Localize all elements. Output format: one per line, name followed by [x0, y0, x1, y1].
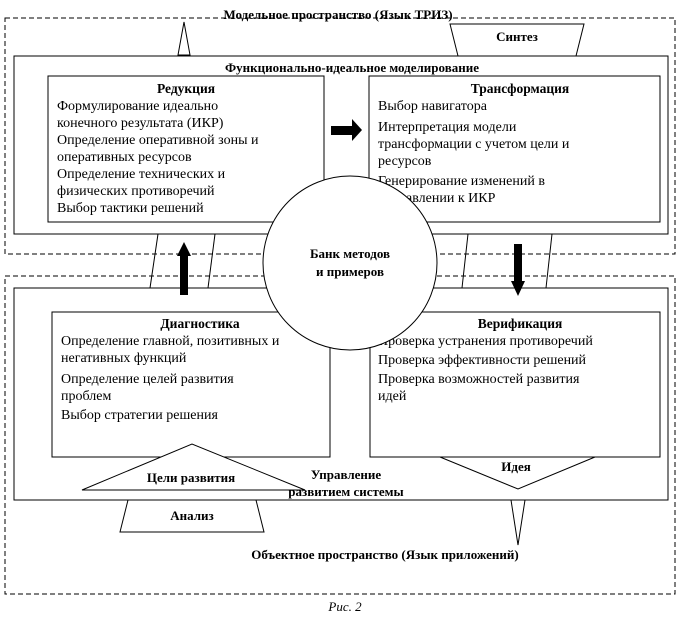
reduction-item: конечного результата (ИКР) [57, 116, 224, 131]
arrow-down [511, 244, 525, 296]
connector-lines [149, 233, 553, 289]
object-space-title: Объектное пространство (Язык приложений) [251, 547, 518, 562]
verification-title: Верификация [478, 316, 563, 331]
system-management-line-2: развитием системы [288, 484, 403, 499]
idea-label: Идея [501, 459, 531, 474]
verification-item: Проверка эффективности решений [378, 353, 587, 368]
object-space-frame [4, 275, 676, 595]
arrow-up [177, 242, 191, 295]
reduction-item: Выбор тактики решений [57, 201, 204, 216]
object-space-pointer [510, 499, 526, 546]
bank-line-1: Банк методов [310, 246, 390, 261]
transformation-item: трансформации с учетом цели и [378, 137, 570, 152]
analysis-label: Анализ [170, 508, 214, 523]
reduction-item: Определение оперативной зоны и [57, 133, 259, 148]
diagnostics-item: Определение главной, позитивных и [61, 334, 280, 349]
verification-box [369, 311, 661, 458]
reduction-item: физических противоречий [57, 184, 215, 199]
bank-line-2: и примеров [316, 264, 384, 279]
reduction-item: Определение технических и [57, 167, 226, 182]
reduction-title: Редукция [157, 81, 215, 96]
diagnostics-box [51, 311, 331, 458]
functional-ideal-label: Функционально-идеальное моделирование [225, 60, 479, 75]
system-management-line-1: Управление [311, 467, 382, 482]
arrow-right [331, 119, 362, 141]
verification-item: идей [378, 389, 407, 404]
diagnostics-item: Определение целей развития [61, 372, 234, 387]
synthesis-label: Синтез [496, 29, 538, 44]
verification-item: Проверка возможностей развития [378, 372, 580, 387]
diagnostics-title: Диагностика [160, 316, 239, 331]
transformation-box [368, 75, 661, 223]
bank-circle [262, 175, 438, 351]
transformation-item: ресурсов [378, 154, 432, 169]
diagnostics-item: Выбор стратегии решения [61, 408, 218, 423]
figure-caption: Рис. 2 [327, 599, 362, 614]
reduction-item: Формулирование идеально [57, 99, 218, 114]
idea-triangle [439, 456, 596, 490]
reduction-item: оперативных ресурсов [57, 150, 192, 165]
goals-triangle [81, 443, 306, 491]
analysis-shape [119, 499, 265, 533]
transformation-item: Интерпретация модели [378, 120, 517, 135]
verification-item: Проверка устранения противоречий [378, 334, 593, 349]
transformation-item: Выбор навигатора [378, 99, 488, 114]
diagnostics-item: проблем [61, 389, 111, 404]
model-space-pointer [177, 21, 191, 56]
reduction-box [47, 75, 325, 223]
goals-label: Цели развития [147, 470, 235, 485]
transformation-title: Трансформация [471, 81, 569, 96]
transformation-item: Генерирование изменений в [378, 174, 545, 189]
model-space-title: Модельное пространство (Язык ТРИЗ) [223, 7, 452, 22]
diagnostics-item: негативных функций [61, 351, 187, 366]
